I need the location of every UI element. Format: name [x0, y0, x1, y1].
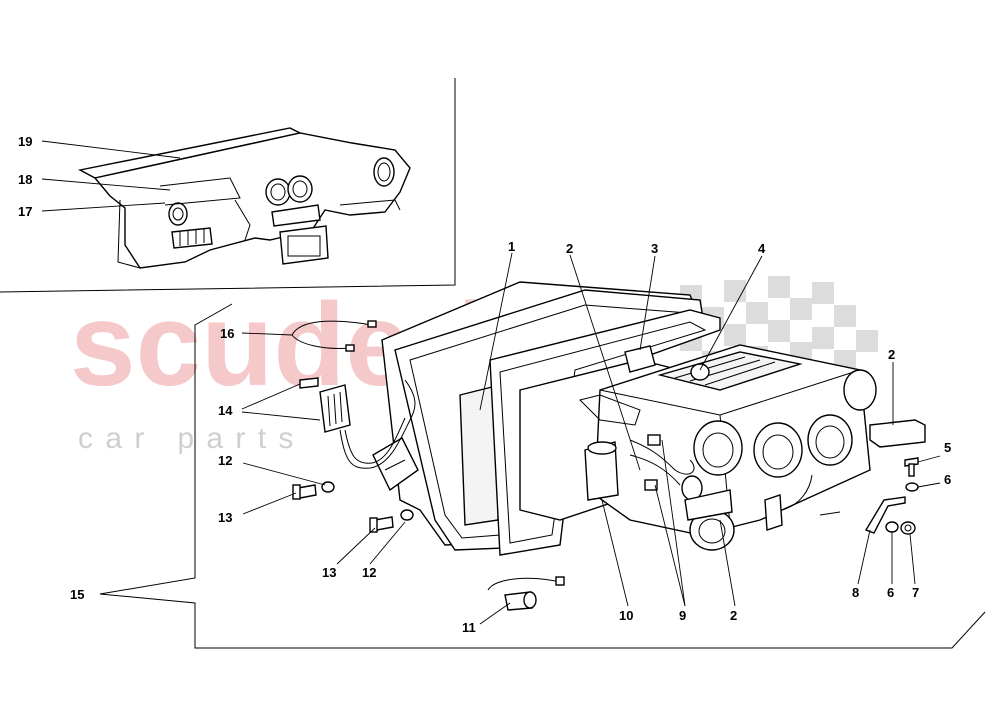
callout-10: 10: [619, 608, 633, 623]
callout-2-right: 2: [888, 347, 895, 362]
callout-13-bottom: 13: [322, 565, 336, 580]
callout-18: 18: [18, 172, 32, 187]
watermark-tagline: c a r p a r t s: [78, 422, 295, 455]
callout-5: 5: [944, 440, 951, 455]
callout-16: 16: [220, 326, 234, 341]
inset-frame: [0, 78, 456, 293]
callout-12-left: 12: [218, 453, 232, 468]
callout-2-top: 2: [566, 241, 573, 256]
dashboard-inset: [77, 127, 411, 269]
callout-14: 14: [218, 403, 233, 418]
callout-13-left: 13: [218, 510, 232, 525]
callout-19: 19: [18, 134, 32, 149]
callout-9: 9: [679, 608, 686, 623]
callout-4: 4: [758, 241, 766, 256]
callout-15: 15: [70, 587, 84, 602]
callout-6-lower: 6: [887, 585, 894, 600]
callout-17: 17: [18, 204, 32, 219]
callout-labels: 19 18 17 1 2 3 4 2 5 6 8 6 7 2 9 10 11 1…: [18, 134, 951, 635]
callout-1: 1: [508, 239, 515, 254]
callout-2-bottom: 2: [730, 608, 737, 623]
callout-12-bottom: 12: [362, 565, 376, 580]
main-frame: [99, 303, 986, 649]
callout-7: 7: [912, 585, 919, 600]
callout-11: 11: [462, 620, 476, 635]
heater-assembly: [291, 281, 926, 611]
callout-6-upper: 6: [944, 472, 951, 487]
leader-lines: [41, 140, 941, 625]
callout-8: 8: [852, 585, 859, 600]
callout-3: 3: [651, 241, 658, 256]
